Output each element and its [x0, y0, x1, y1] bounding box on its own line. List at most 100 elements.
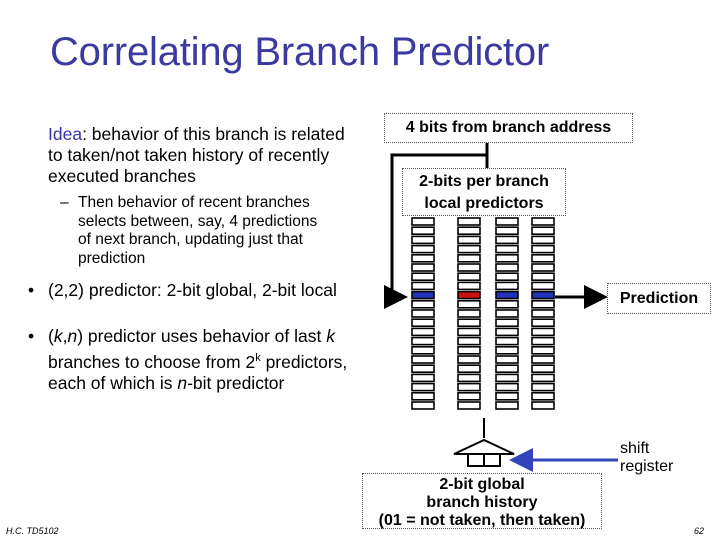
predictor-cell: [457, 272, 481, 282]
predictor-cell: [411, 281, 435, 291]
predictor-cell: [457, 401, 481, 410]
sub-bullet: – Then behavior of recent branches selec…: [60, 194, 330, 268]
predictor-cell: [531, 327, 555, 337]
global-history-box: 2-bit global branch history (01 = not ta…: [362, 473, 602, 529]
predictor-cell: [531, 281, 555, 291]
predictor-cell: [495, 345, 519, 355]
predictor-cell: [411, 318, 435, 328]
shift-register-label: shift register: [620, 440, 673, 476]
predictor-cell: [531, 272, 555, 282]
predictor-cell: [495, 226, 519, 235]
bullet-dot: •: [28, 326, 35, 346]
bullet-var-n: n: [177, 372, 188, 393]
bullet-text-part: -bit predictor: [187, 372, 285, 393]
predictor-cell: [411, 263, 435, 272]
predictor-cell: [495, 373, 519, 383]
predictor-cell: [411, 244, 435, 254]
predictor-cell: [495, 281, 519, 291]
predictor-cell: [411, 299, 435, 309]
predictor-cell: [495, 217, 519, 226]
predictor-cell: [457, 391, 481, 401]
predictor-cell: [411, 235, 435, 245]
selected-predictor-cell: [457, 290, 481, 300]
bullet-text-part: branches to choose from 2: [48, 351, 256, 372]
predictor-cell: [531, 382, 555, 392]
predictor-cell: [495, 364, 519, 374]
idea-keyword: Idea: [48, 124, 83, 144]
global-history-line1: 2-bit global: [439, 476, 525, 493]
predictor-cell: [495, 244, 519, 254]
predictor-cell: [495, 272, 519, 282]
local-predictor-tables: [411, 217, 555, 410]
predictor-cell: [495, 382, 519, 392]
bullet-k-n-predictor: • (k,n) predictor uses behavior of last …: [28, 326, 348, 394]
bullet-var-k: k: [53, 326, 63, 346]
branch-address-box: 4 bits from branch address: [384, 113, 633, 143]
predictor-cell: [457, 382, 481, 392]
predictor-cell: [495, 263, 519, 272]
bullet-2-2-predictor: • (2,2) predictor: 2-bit global, 2-bit l…: [28, 280, 348, 302]
predictor-cell: [531, 235, 555, 245]
predictor-cell: [457, 254, 481, 263]
selected-predictor-cell: [411, 290, 435, 300]
predictor-cell: [495, 336, 519, 346]
predictor-cell: [457, 373, 481, 383]
global-history-line2: branch history: [426, 494, 538, 511]
idea-paragraph: Idea: behavior of this branch is related…: [48, 124, 348, 187]
predictor-cell: [531, 401, 555, 410]
predictor-cell: [411, 309, 435, 318]
predictor-cell: [531, 263, 555, 272]
mux-triangle: [453, 438, 515, 455]
footer-page-number: 62: [694, 526, 705, 536]
predictor-cell: [531, 391, 555, 401]
sub-bullet-dash: –: [60, 194, 69, 211]
predictor-cell: [411, 272, 435, 282]
predictor-cell: [531, 355, 555, 364]
predictor-cell: [457, 355, 481, 364]
predictor-cell: [457, 235, 481, 245]
predictor-cell: [531, 373, 555, 383]
predictor-cell: [457, 318, 481, 328]
slide-title: Correlating Branch Predictor: [50, 30, 550, 74]
predictor-cell: [495, 235, 519, 245]
selected-predictor-cell: [495, 290, 519, 300]
predictor-cell: [495, 318, 519, 328]
predictor-cell: [495, 327, 519, 337]
predictor-cell: [411, 254, 435, 263]
predictor-cell: [495, 401, 519, 410]
predictor-cell: [411, 401, 435, 410]
predictor-cell: [495, 355, 519, 364]
local-predictors-box: 2-bits per branch local predictors: [402, 168, 566, 216]
predictor-cell: [531, 244, 555, 254]
bullet-text-part: (: [48, 326, 54, 346]
predictor-cell: [411, 355, 435, 364]
predictor-cell: [457, 244, 481, 254]
shift-label-line2: register: [620, 458, 674, 475]
predictor-cell: [531, 299, 555, 309]
bullet-text-part: ) predictor uses behavior of last: [77, 326, 327, 346]
predictor-cell: [531, 226, 555, 235]
predictor-cell: [411, 345, 435, 355]
predictor-cell: [411, 226, 435, 235]
local-predictors-line2: local predictors: [424, 195, 544, 212]
sub-bullet-text: Then behavior of recent branches selects…: [78, 194, 318, 267]
global-history-line3: (01 = not taken, then taken): [378, 512, 586, 529]
prediction-box: Prediction: [607, 283, 711, 314]
predictor-cell: [457, 364, 481, 374]
predictor-cell: [457, 299, 481, 309]
predictor-cell: [457, 336, 481, 346]
predictor-cell: [457, 281, 481, 291]
predictor-cell: [457, 226, 481, 235]
predictor-cell: [457, 345, 481, 355]
predictor-cell: [411, 327, 435, 337]
predictor-cell: [531, 336, 555, 346]
predictor-cell: [495, 309, 519, 318]
predictor-cell: [531, 309, 555, 318]
predictor-cell: [411, 373, 435, 383]
addr-to-row-arrow: [384, 153, 487, 309]
predictor-cell: [411, 336, 435, 346]
predictor-cell: [495, 391, 519, 401]
bullet-text-part: predictors, each of which is: [48, 351, 348, 393]
predictor-cell: [531, 345, 555, 355]
